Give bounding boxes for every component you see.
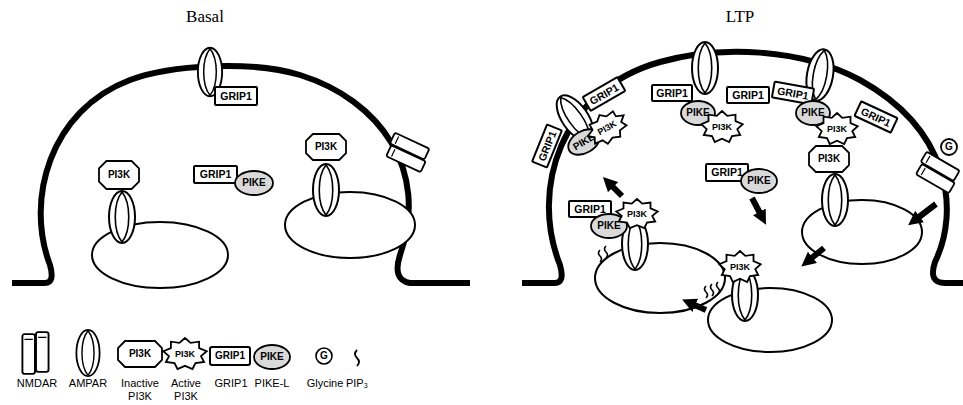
vesicle [595,243,725,313]
node-shape [616,199,657,228]
legend-sample-text: PI3K [129,349,151,359]
panel-title: LTP [726,8,755,25]
pi3k-star: PI3K [718,250,762,284]
legend-text: NMDAR [12,377,62,390]
legend-text: PIP₃ [337,377,377,390]
node-label: PI3K [315,142,337,152]
legend-sample-text: PIKE [260,352,283,362]
node-shape [741,169,777,193]
ampar-receptor [822,174,848,226]
glycine-circle: G [940,138,958,156]
node-label: PI3K [730,263,750,272]
spine-membrane [522,52,963,283]
legend-sample-text: G [320,351,328,361]
node-label: G [945,142,953,152]
node-shape [719,251,760,282]
node-label: PIKE [801,108,824,118]
nmdar-receptor [914,152,961,194]
grip1-box: GRIP1 [193,165,238,184]
movement-arrow [915,204,936,220]
pi3k-octagon: PI3K [305,133,347,161]
legend-ampar [76,330,99,376]
node-shape [941,139,957,155]
legend-inactive-pi3k [118,341,162,367]
grip1-box: GRIP1 [581,76,626,113]
node-shape [816,113,857,144]
node-label: GRIP1 [656,88,688,99]
node-shape [99,161,139,189]
grip1-box: GRIP1 [214,86,258,106]
legend-active-pi3k [163,338,206,369]
node-label: GRIP1 [777,85,810,101]
grip1-box: GRIP1 [726,86,770,104]
pi3k-octagon: PI3K [98,160,140,190]
node-label: PI3K [827,125,847,134]
vesicle [285,192,415,258]
legend-text: Glycine [300,377,350,390]
legend-grip1 [210,347,250,365]
legend-pip3 [355,350,359,366]
node-shape [582,105,632,151]
node-label: GRIP1 [220,91,252,102]
node-label: GRIP1 [732,90,764,101]
pi3k-star: PI3K [815,112,859,146]
pike-oval: PIKE [234,170,274,196]
legend-text: Inactive PI3K [117,377,163,403]
pi3k-star: PI3K [615,198,659,230]
movement-arrow [690,303,706,310]
node-label: GRIP1 [711,167,743,178]
legend-text: AMPAR [63,377,113,390]
pi3k-star: PI3K [700,110,744,144]
node-label: PIKE [242,178,265,188]
node-label: PI3K [818,154,840,164]
pip3-mark [705,282,720,298]
legend-sample-text: GRIP1 [215,351,245,361]
node-label: GRIP1 [859,106,892,129]
legend-text: GRIP1 [209,377,253,390]
panel-title: Basal [186,8,224,25]
nmdar-receptor [384,133,431,173]
movement-arrow [609,183,622,196]
movement-arrow [752,198,762,217]
node-label: PI3K [712,123,732,132]
grip1-box: GRIP1 [651,84,693,102]
legend-text: PIKE-L [250,377,294,390]
node-label: PIKE [686,108,709,118]
vesicle [802,200,922,264]
movement-arrow [808,248,824,261]
legend-glycine [316,348,332,364]
node-shape [235,171,273,195]
vesicle [708,288,832,352]
legend-text: Active PI3K [166,377,206,403]
node-label: GRIP1 [200,169,232,180]
node-label: PIKE [597,221,620,231]
node-shape [809,146,849,172]
pike-oval: PIKE [740,168,778,194]
node-shape [701,111,742,142]
pi3k-octagon: PI3K [808,145,850,173]
legend-sample-text: PI3K [175,350,195,359]
pip3-mark [599,246,608,262]
spine-membrane [12,66,470,283]
node-shape [306,134,346,160]
node-label: PIKE [747,176,770,186]
ampar-receptor [109,191,135,243]
legend-pike [254,345,290,369]
legend-nmdar [22,332,48,374]
node-label: GRIP1 [588,82,621,107]
ampar-receptor [313,164,339,216]
node-label: GRIP1 [574,204,606,215]
ampar-receptor [692,42,718,94]
node-label: PI3K [108,170,130,180]
node-label: PI3K [627,210,647,219]
